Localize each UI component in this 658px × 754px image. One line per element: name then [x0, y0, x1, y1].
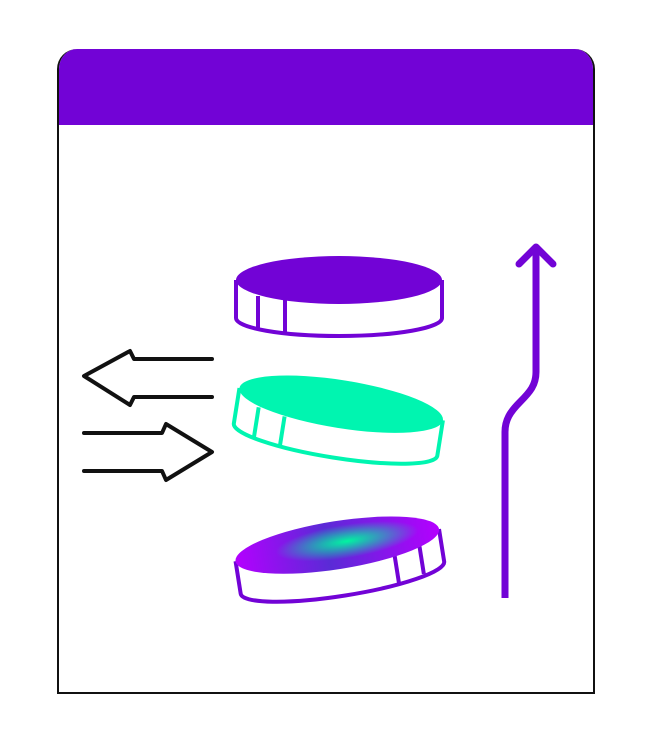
arrow-up-curved-icon	[501, 243, 557, 598]
disc-gradient-icon	[233, 516, 447, 604]
disc-mint-icon	[231, 375, 445, 466]
title-bar	[59, 49, 593, 125]
arrow-right-icon	[82, 422, 214, 482]
arrow-left-icon	[82, 349, 214, 407]
disc-purple-icon	[234, 256, 444, 338]
